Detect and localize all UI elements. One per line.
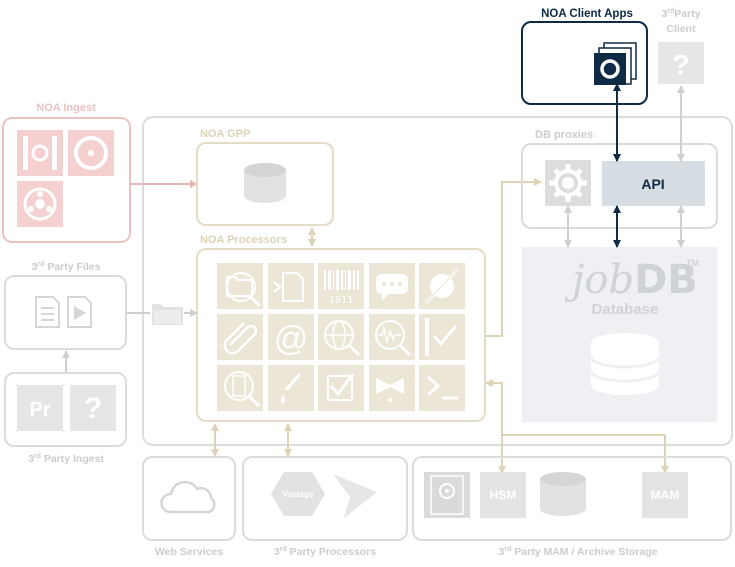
api-label: API	[641, 176, 664, 192]
third-party-ingest-box[interactable]	[4, 372, 127, 447]
mam-label: MAM	[651, 488, 680, 502]
db-proxies-group[interactable]: DB proxies API	[521, 129, 718, 229]
barcode-icon[interactable]: 1011	[318, 263, 364, 309]
client-apps-icon	[594, 42, 637, 85]
hsm-tile	[480, 472, 526, 518]
play-logo-icon	[333, 474, 377, 518]
bowtie-icon[interactable]	[369, 365, 415, 411]
noa-client-apps-label: NOA Client Apps	[541, 8, 633, 20]
globe-search-icon[interactable]	[318, 314, 364, 360]
third-party-client-label: 3rdParty	[661, 8, 700, 20]
noa-ingest-box[interactable]	[2, 117, 131, 243]
noa-gpp-group[interactable]: NOA GPP	[196, 128, 334, 226]
noa-ingest-label: NOA Ingest	[36, 102, 96, 114]
third-party-processors-box[interactable]	[242, 456, 408, 541]
premiere-tile	[17, 385, 63, 431]
third-party-files-label: 3rd Party Files	[32, 261, 101, 273]
third-party-processors-label: 3rd Party Processors	[274, 546, 376, 558]
noa-client-apps-group[interactable]: NOA Client Apps	[521, 8, 648, 105]
terminal-icon[interactable]	[419, 365, 465, 411]
db-proxies-label: DB proxies	[535, 129, 593, 141]
third-party-files-group[interactable]: 3rd Party Files	[4, 261, 127, 350]
database-icon	[244, 163, 286, 203]
hsm-label: HSM	[490, 488, 517, 502]
file-forward-icon[interactable]	[268, 263, 314, 309]
web-services-label: Web Services	[155, 546, 223, 558]
noa-gpp-box[interactable]	[196, 142, 334, 226]
cloud-icon	[160, 480, 216, 514]
tape-drive-icon	[424, 472, 470, 518]
checkbox-icon[interactable]	[318, 365, 364, 411]
disc-icon	[68, 130, 114, 176]
jobdb-logo: jobDB	[564, 257, 698, 303]
platform-frame	[142, 116, 733, 446]
vantage-label: Vantage	[283, 490, 314, 499]
third-party-processors-group[interactable]: Vantage 3rd Party Processors	[242, 456, 408, 558]
noa-processors-label: NOA Processors	[200, 234, 287, 246]
at-sign-glyph: @	[274, 320, 309, 358]
speech-bubble-icon[interactable]	[369, 263, 415, 309]
question-mark-icon: ?	[672, 49, 689, 80]
third-party-client-label-line2: Client	[666, 23, 696, 35]
email-at-icon[interactable]: @	[268, 314, 314, 360]
api-box[interactable]	[602, 161, 705, 206]
film-check-icon[interactable]	[419, 314, 465, 360]
video-file-icon	[67, 296, 92, 328]
reel-icon	[17, 181, 63, 227]
mam-archive-storage-label: 3rd Party MAM / Archive Storage	[499, 546, 658, 558]
storage-database-icon	[540, 472, 586, 516]
database-cylinder-icon	[589, 333, 661, 395]
gear-icon	[545, 160, 591, 206]
waveform-search-icon[interactable]	[369, 314, 415, 360]
third-party-client-tile[interactable]	[658, 42, 704, 84]
third-party-ingest-group[interactable]: Pr ? 3rd Party Ingest	[4, 372, 127, 465]
unplug-icon[interactable]	[419, 263, 465, 309]
paperclip-icon[interactable]	[217, 314, 263, 360]
unknown-ingest-tile	[70, 385, 116, 431]
noa-gpp-label: NOA GPP	[200, 128, 250, 140]
trademark-mark: TM	[686, 258, 699, 268]
mam-archive-storage-group[interactable]: HSM MAM 3rd Party MAM / Archive Storage	[412, 456, 732, 558]
third-party-ingest-label: 3rd Party Ingest	[28, 453, 104, 465]
processors-storage-connector	[485, 379, 665, 436]
premiere-label: Pr	[29, 399, 50, 421]
noa-ingest-group[interactable]: NOA Ingest	[2, 102, 131, 243]
noa-processors-group[interactable]: NOA Processors 1011	[196, 234, 486, 422]
document-icon	[35, 296, 60, 328]
vantage-hexagon-icon	[271, 472, 325, 516]
folder-icon	[152, 304, 183, 325]
mam-archive-storage-box[interactable]	[412, 456, 732, 541]
third-party-client-group[interactable]: 3rdParty Client ?	[658, 8, 704, 84]
mam-tile	[642, 472, 688, 518]
film-strip-icon	[17, 130, 63, 176]
folder-search-icon[interactable]	[217, 263, 263, 309]
web-services-group[interactable]: Web Services	[142, 456, 236, 558]
film-inspect-icon[interactable]	[217, 365, 263, 411]
jobdb-database-group[interactable]: jobDB TM Database	[522, 247, 717, 422]
third-party-files-box[interactable]	[4, 275, 127, 350]
dropper-icon[interactable]	[268, 365, 314, 411]
database-label: Database	[592, 301, 659, 318]
binary-label: 1011	[329, 295, 353, 306]
question-mark-icon: ?	[84, 392, 102, 425]
web-services-box[interactable]	[142, 456, 236, 541]
